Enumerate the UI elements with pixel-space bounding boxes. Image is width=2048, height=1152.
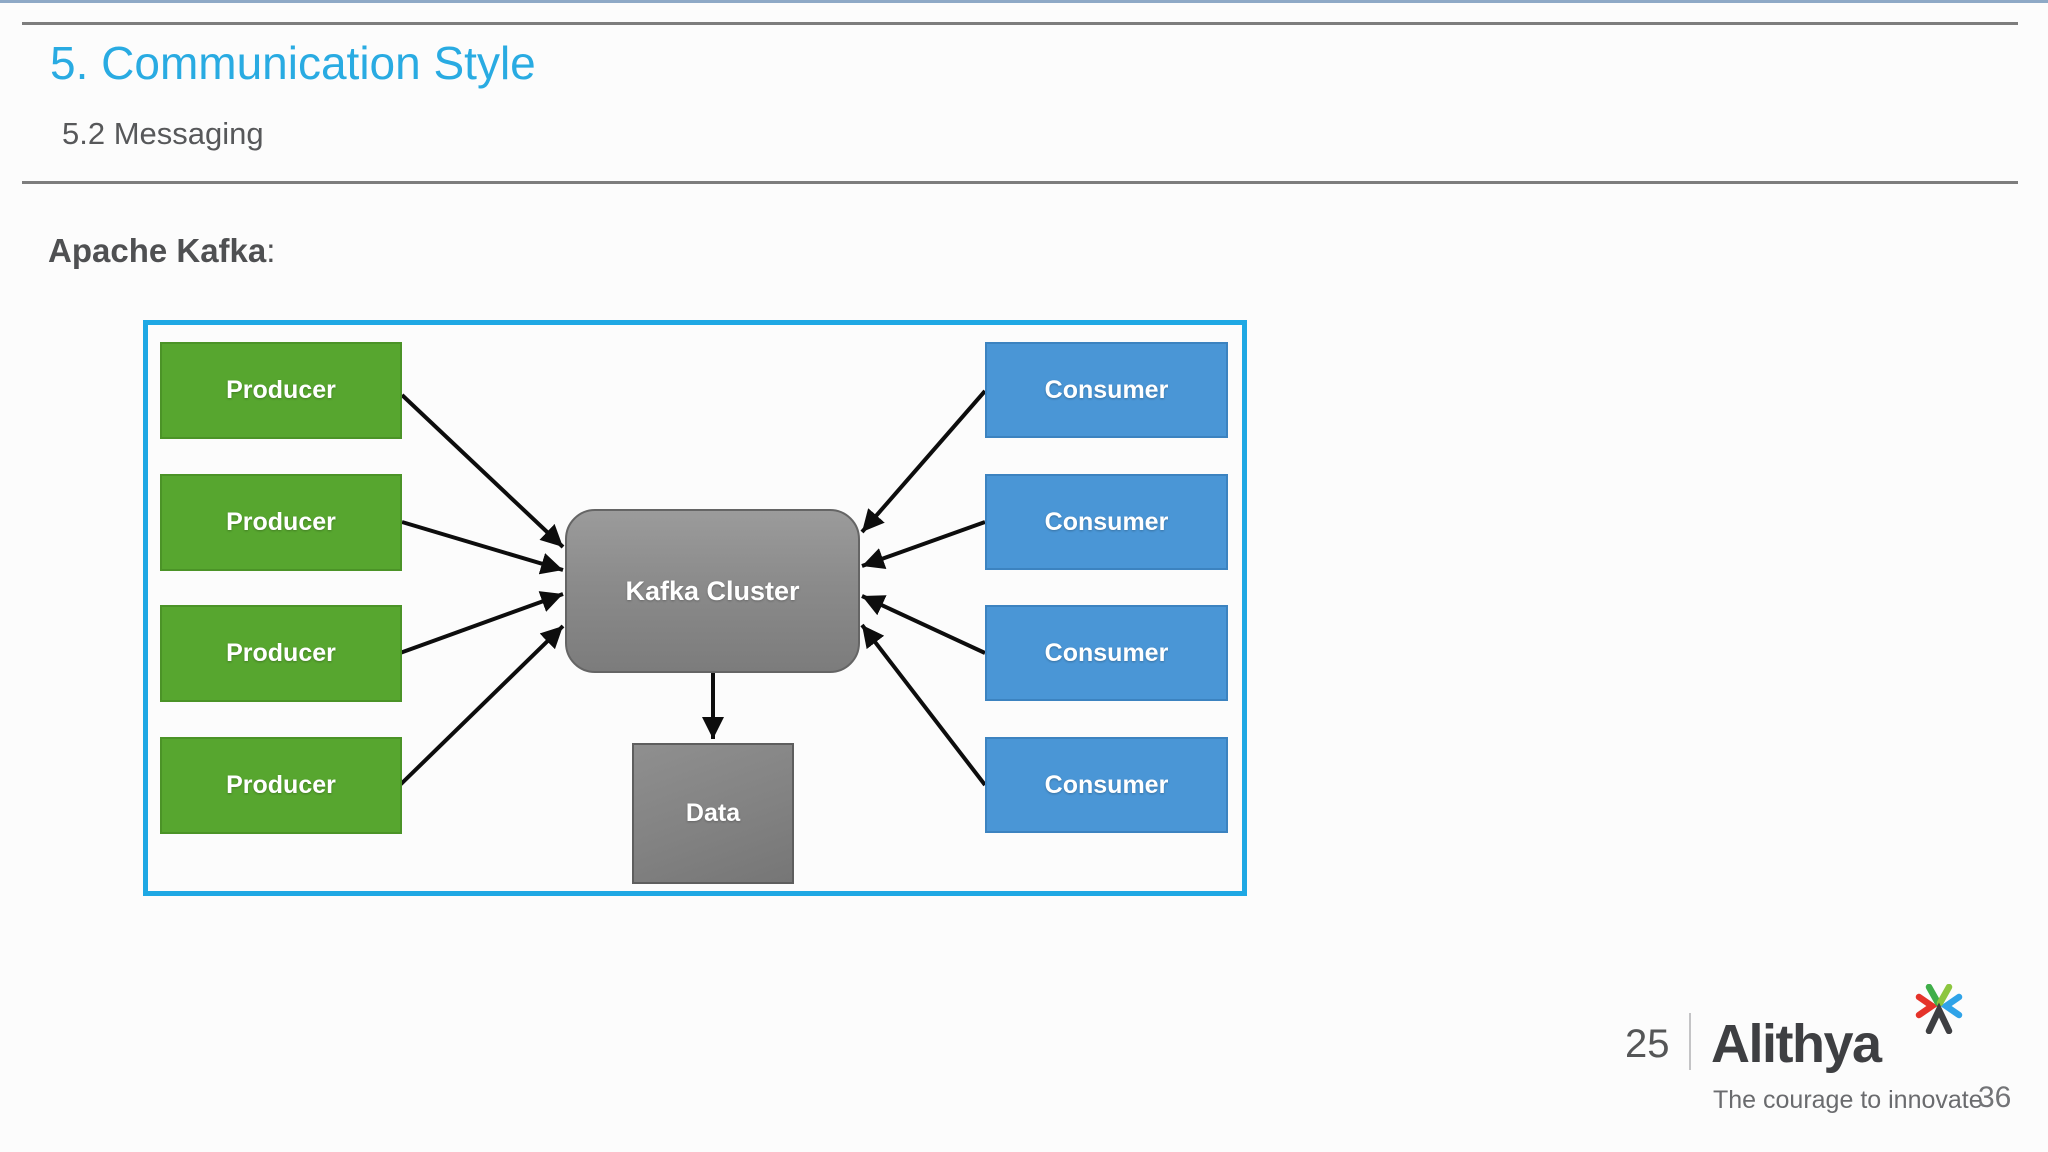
arrow-consumer1-to-cluster — [860, 389, 987, 534]
section-heading: Apache Kafka: — [48, 232, 275, 270]
arrow-producer1-to-cluster — [400, 393, 565, 549]
arrow-producer2-to-cluster — [401, 520, 564, 575]
header-rule-top — [22, 22, 2018, 25]
producer-node-3: Producer — [160, 605, 402, 702]
arrow-consumer3-to-cluster — [861, 594, 986, 655]
producer-node-1: Producer — [160, 342, 402, 439]
consumer-node-4: Consumer — [985, 737, 1228, 833]
data-node: Data — [632, 743, 794, 884]
consumer-node-1: Consumer — [985, 342, 1228, 438]
page-title: 5. Communication Style — [50, 37, 536, 89]
footer-tagline: The courage to innovate — [1713, 1086, 1983, 1114]
top-accent-bar — [0, 0, 2048, 3]
footer-divider — [1689, 1013, 1691, 1070]
kafka-cluster-node: Kafka Cluster — [565, 509, 860, 673]
arrow-producer4-to-cluster — [398, 624, 565, 787]
section-heading-colon: : — [266, 232, 276, 269]
arrow-consumer4-to-cluster — [860, 623, 987, 787]
producer-node-4: Producer — [160, 737, 402, 834]
producer-node-2: Producer — [160, 474, 402, 571]
footer-slide-number: 25 — [1625, 1022, 1670, 1066]
arrow-producer3-to-cluster — [399, 591, 564, 655]
consumer-node-3: Consumer — [985, 605, 1228, 701]
alithya-star-icon — [1915, 984, 1963, 1034]
arrow-consumer2-to-cluster — [861, 520, 986, 569]
kafka-diagram: Producer Producer Producer Producer Kafk… — [143, 320, 1247, 896]
consumer-node-2: Consumer — [985, 474, 1228, 570]
section-heading-label: Apache Kafka — [48, 232, 267, 269]
page-subtitle: 5.2 Messaging — [62, 116, 264, 151]
brand-wordmark: Alithya — [1711, 1014, 1882, 1074]
header-rule-bottom — [22, 181, 2018, 184]
footer-page-number: 36 — [1978, 1081, 2012, 1114]
